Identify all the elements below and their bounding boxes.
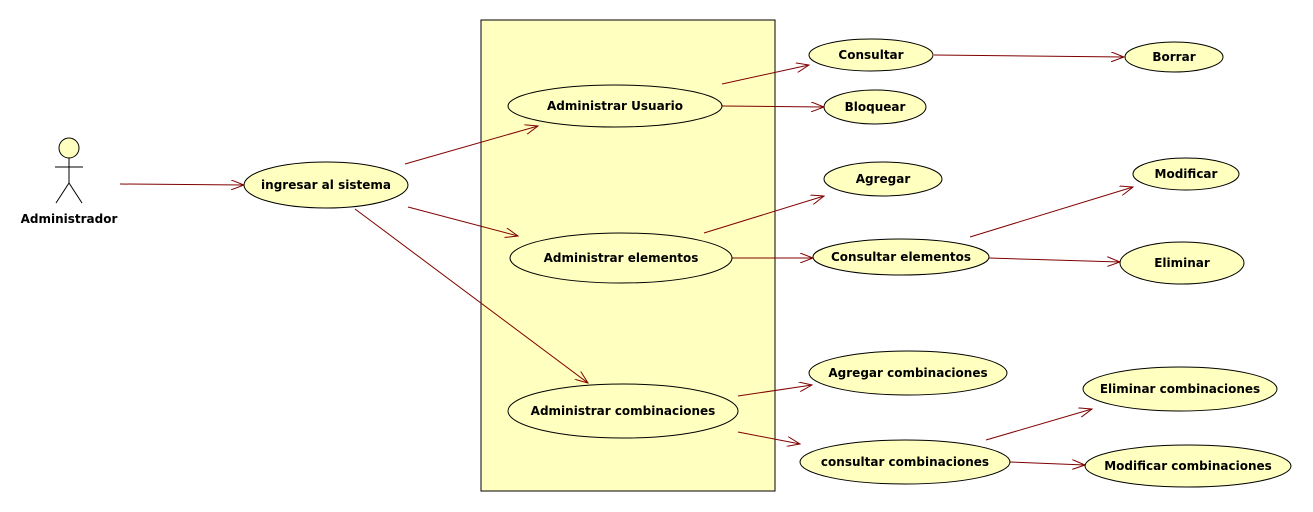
use-case-adm-usuario[interactable]: Administrar Usuario (507, 84, 723, 128)
edge-consultar-combinaciones-eliminar-combinaciones (985, 409, 1092, 441)
edge-consultar-combinaciones-modificar-combinaciones (1009, 462, 1085, 465)
actor-administrador[interactable]: Administrador (21, 137, 118, 226)
edge-actor-ingresar (119, 184, 244, 185)
use-case-modificar-label: Modificar (1155, 167, 1218, 181)
edge-adm-combinaciones-consultar-combinaciones (737, 431, 800, 444)
edge-consultar-elementos-modificar (969, 187, 1133, 238)
use-case-consultar[interactable]: Consultar (808, 38, 934, 72)
use-case-bloquear-label: Bloquear (845, 100, 906, 114)
edge-consultar-elementos-eliminar (988, 258, 1120, 262)
use-case-consultar-combinaciones-label: consultar combinaciones (821, 455, 989, 469)
actor-label: Administrador (21, 212, 118, 226)
use-case-adm-usuario-label: Administrar Usuario (547, 99, 683, 113)
use-case-adm-elementos-label: Administrar elementos (544, 251, 699, 265)
use-case-modificar-combinaciones[interactable]: Modificar combinaciones (1084, 444, 1292, 488)
actor-head (58, 137, 80, 159)
edge-adm-elementos-agregar (703, 196, 824, 234)
use-case-eliminar-combinaciones[interactable]: Eliminar combinaciones (1082, 366, 1278, 412)
use-case-modificar[interactable]: Modificar (1132, 157, 1240, 191)
use-case-consultar-label: Consultar (838, 48, 903, 62)
edge-consultar-borrar (933, 55, 1124, 57)
use-case-borrar[interactable]: Borrar (1124, 41, 1224, 73)
actor-right-leg (68, 182, 83, 204)
actor-left-leg (55, 182, 70, 204)
use-case-adm-combinaciones[interactable]: Administrar combinaciones (507, 383, 739, 439)
use-case-eliminar-combinaciones-label: Eliminar combinaciones (1100, 382, 1260, 396)
use-case-adm-elementos[interactable]: Administrar elementos (509, 232, 733, 284)
use-case-agregar-combinaciones-label: Agregar combinaciones (828, 366, 987, 380)
use-case-agregar-label: Agregar (856, 172, 911, 186)
use-case-bloquear[interactable]: Bloquear (823, 89, 927, 125)
use-case-borrar-label: Borrar (1152, 50, 1195, 64)
use-case-consultar-elementos[interactable]: Consultar elementos (812, 238, 990, 276)
edge-adm-usuario-bloquear (721, 106, 824, 107)
use-case-adm-combinaciones-label: Administrar combinaciones (531, 404, 716, 418)
use-case-agregar-combinaciones[interactable]: Agregar combinaciones (808, 350, 1008, 396)
use-case-consultar-elementos-label: Consultar elementos (831, 250, 971, 264)
edge-ingresar-adm-usuario (404, 126, 538, 165)
use-case-ingresar[interactable]: ingresar al sistema (243, 161, 409, 209)
edge-adm-combinaciones-agregar-combinaciones (737, 385, 812, 397)
edge-ingresar-adm-combinaciones (354, 208, 588, 383)
use-case-modificar-combinaciones-label: Modificar combinaciones (1104, 459, 1272, 473)
edge-ingresar-adm-elementos (407, 206, 518, 236)
use-case-consultar-combinaciones[interactable]: consultar combinaciones (799, 439, 1011, 485)
edges (119, 55, 1133, 465)
use-case-eliminar-label: Eliminar (1154, 256, 1210, 270)
use-case-eliminar[interactable]: Eliminar (1119, 241, 1245, 285)
edge-adm-usuario-consultar (721, 65, 809, 85)
use-case-agregar[interactable]: Agregar (823, 161, 943, 197)
use-case-ingresar-label: ingresar al sistema (261, 178, 391, 192)
